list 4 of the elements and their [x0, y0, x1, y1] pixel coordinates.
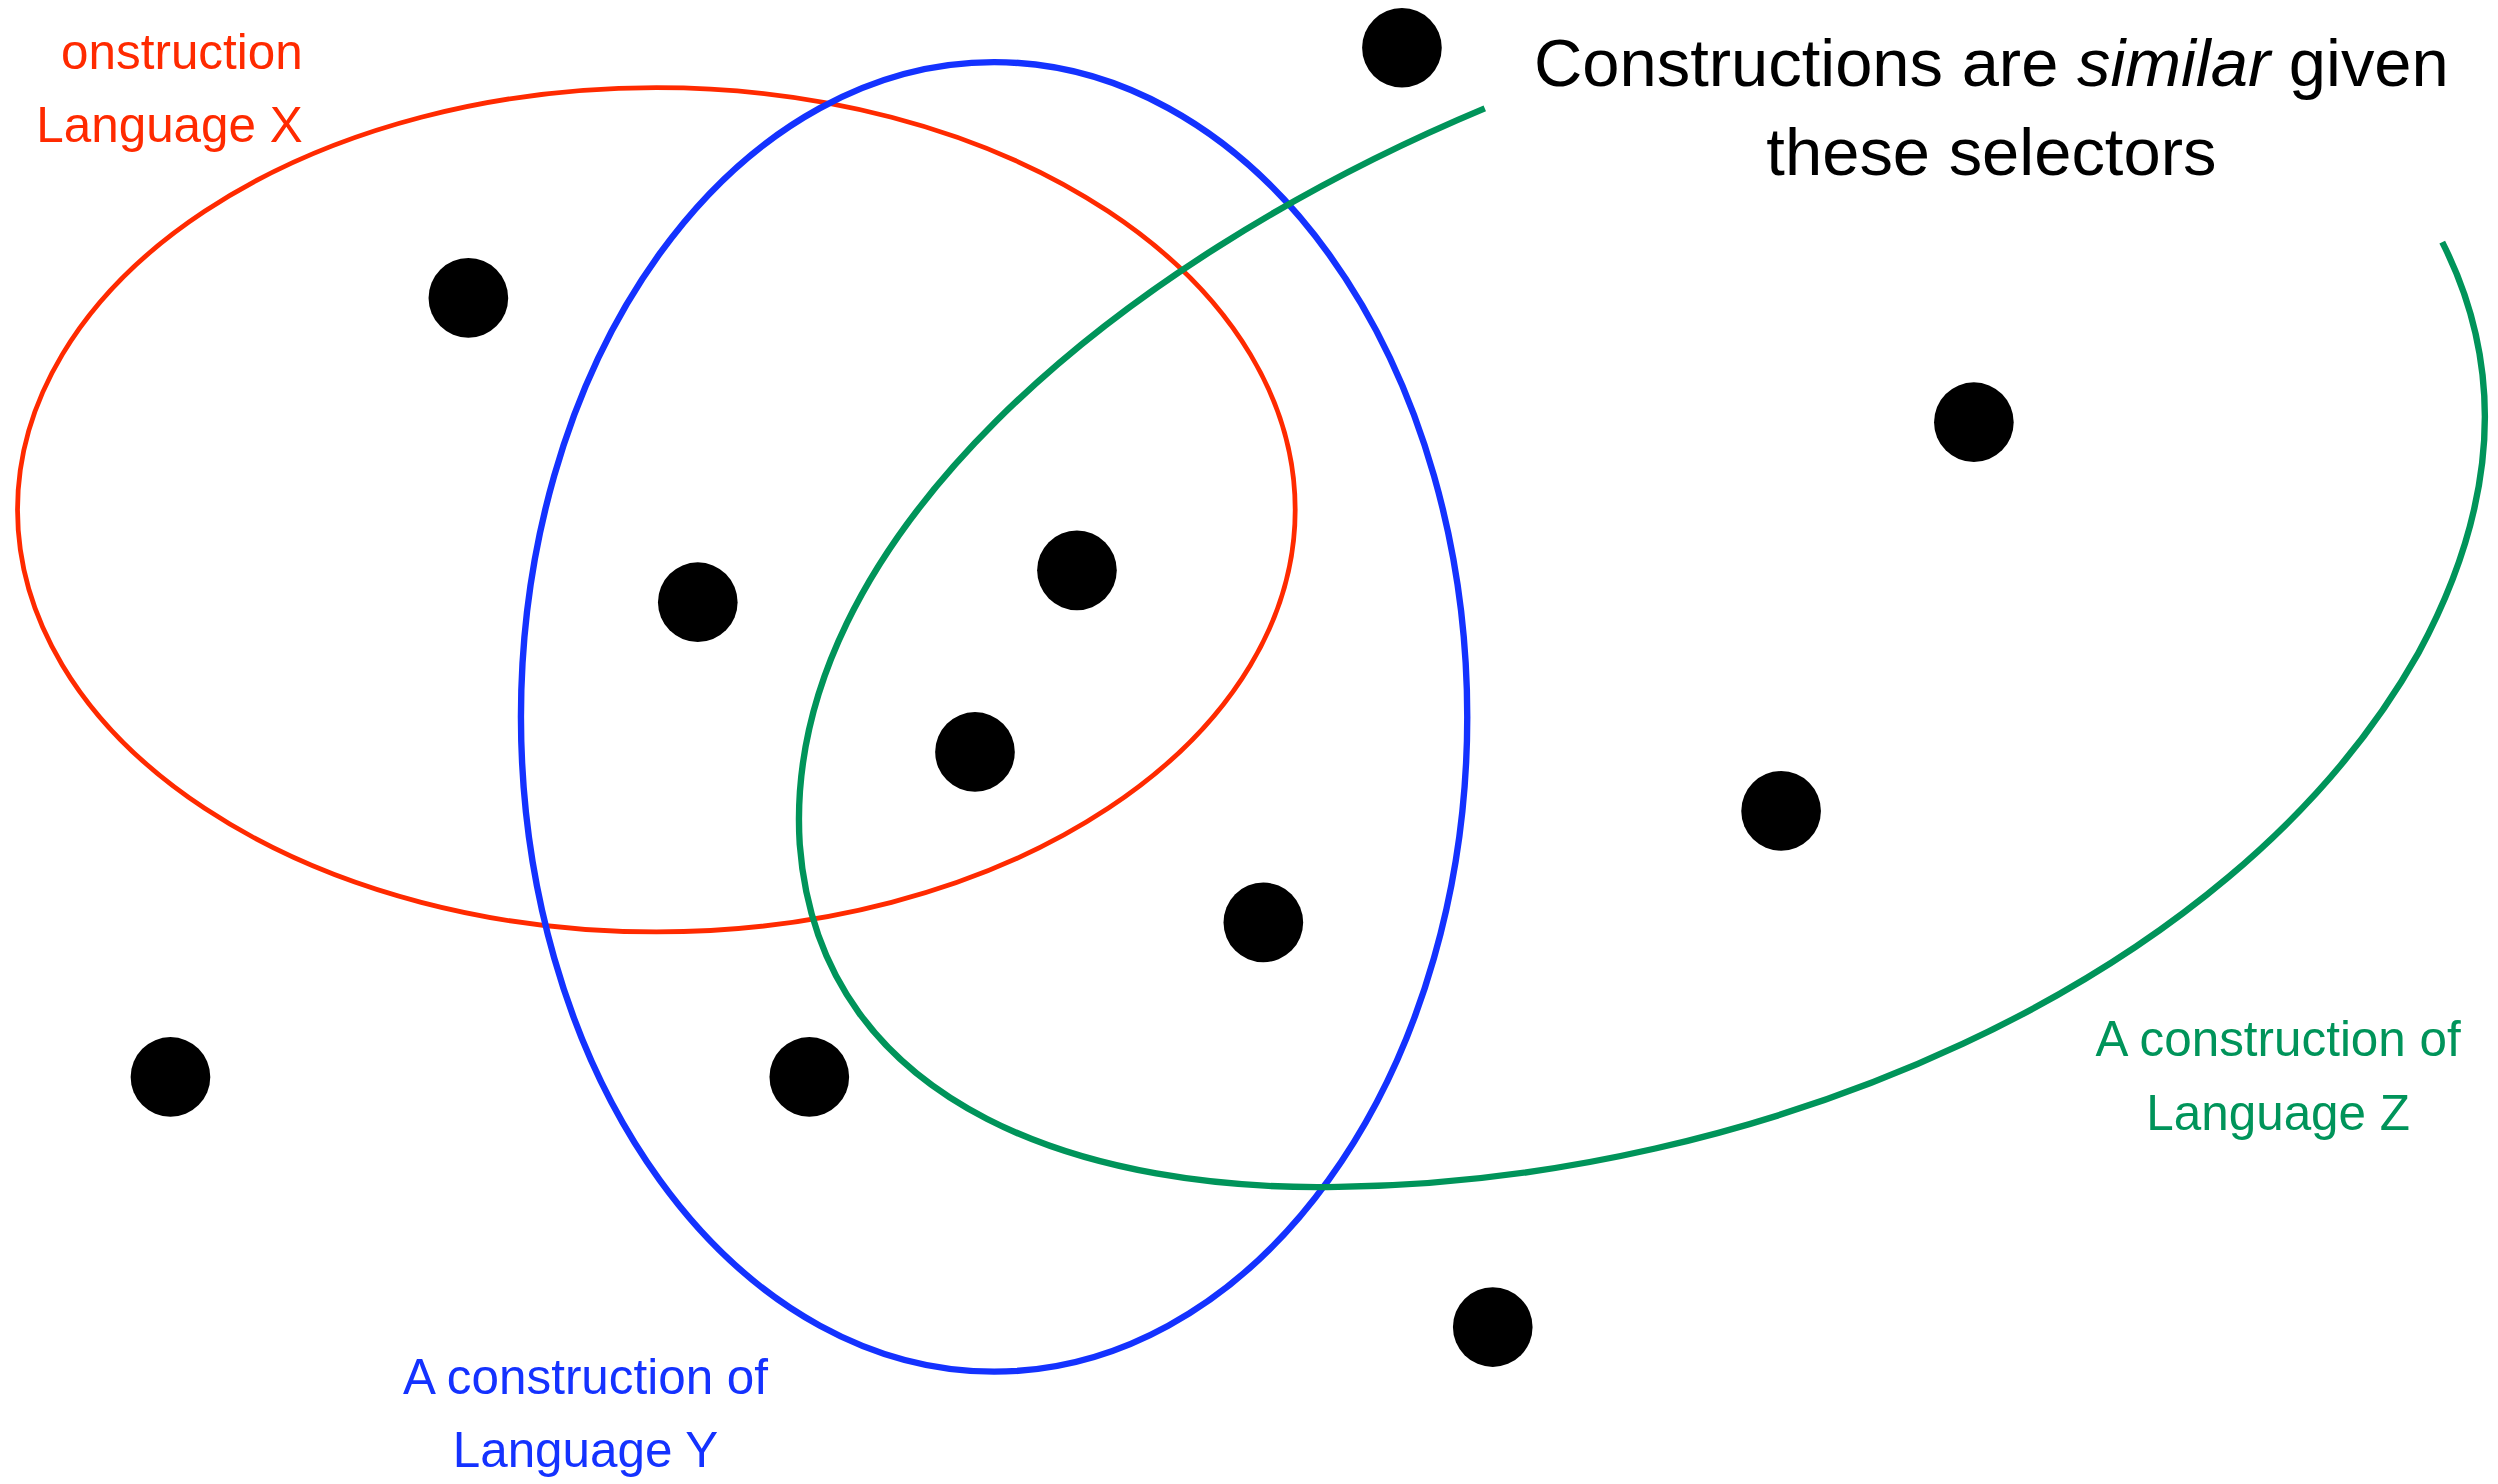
group-label: A construction of Language Z	[2094, 1010, 2462, 1143]
annotation-text: Constructions are similar given these selectors	[1532, 24, 2450, 192]
group-label: A construction of Language Y	[401, 1348, 770, 1481]
group-label: onstruction Language X	[35, 22, 303, 155]
